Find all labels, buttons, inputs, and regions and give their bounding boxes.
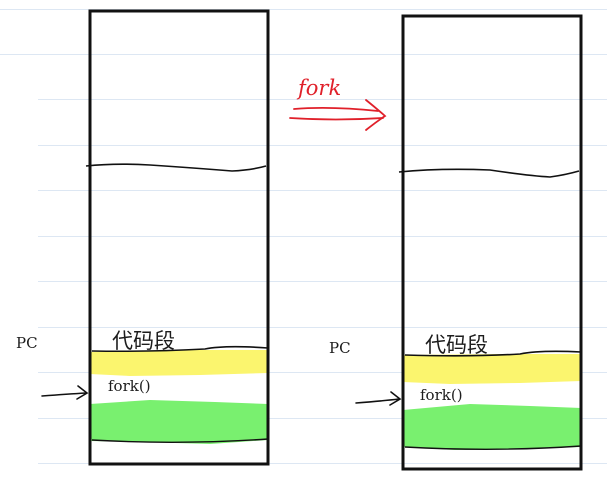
left-fork-call-label: fork()	[108, 377, 151, 395]
fork-arrow-icon	[289, 99, 387, 131]
left-call-arrow	[41, 385, 89, 400]
right-call-arrow	[355, 391, 402, 406]
right-green-highlight	[403, 404, 581, 450]
left-green-bottom-line	[91, 438, 269, 443]
right-green-bottom-line	[404, 445, 582, 450]
right-upper-divider	[398, 168, 580, 178]
fork-arrow-label: fork	[298, 76, 342, 100]
right-stack-outline	[401, 14, 583, 471]
right-yellow-highlight	[403, 354, 581, 384]
left-process-stack	[41, 9, 270, 466]
left-green-highlight	[90, 400, 268, 444]
right-code-divider	[404, 350, 582, 357]
right-code-segment-label: 代码段	[425, 333, 488, 357]
left-upper-divider	[85, 163, 267, 172]
left-code-divider	[91, 345, 269, 353]
right-pc-label: PC	[329, 339, 351, 357]
left-stack-outline	[88, 9, 270, 466]
right-fork-call-label: fork()	[420, 386, 463, 404]
left-code-segment-label: 代码段	[112, 329, 175, 353]
right-process-stack	[355, 14, 583, 471]
left-pc-label: PC	[16, 334, 38, 352]
left-yellow-highlight	[90, 350, 268, 376]
